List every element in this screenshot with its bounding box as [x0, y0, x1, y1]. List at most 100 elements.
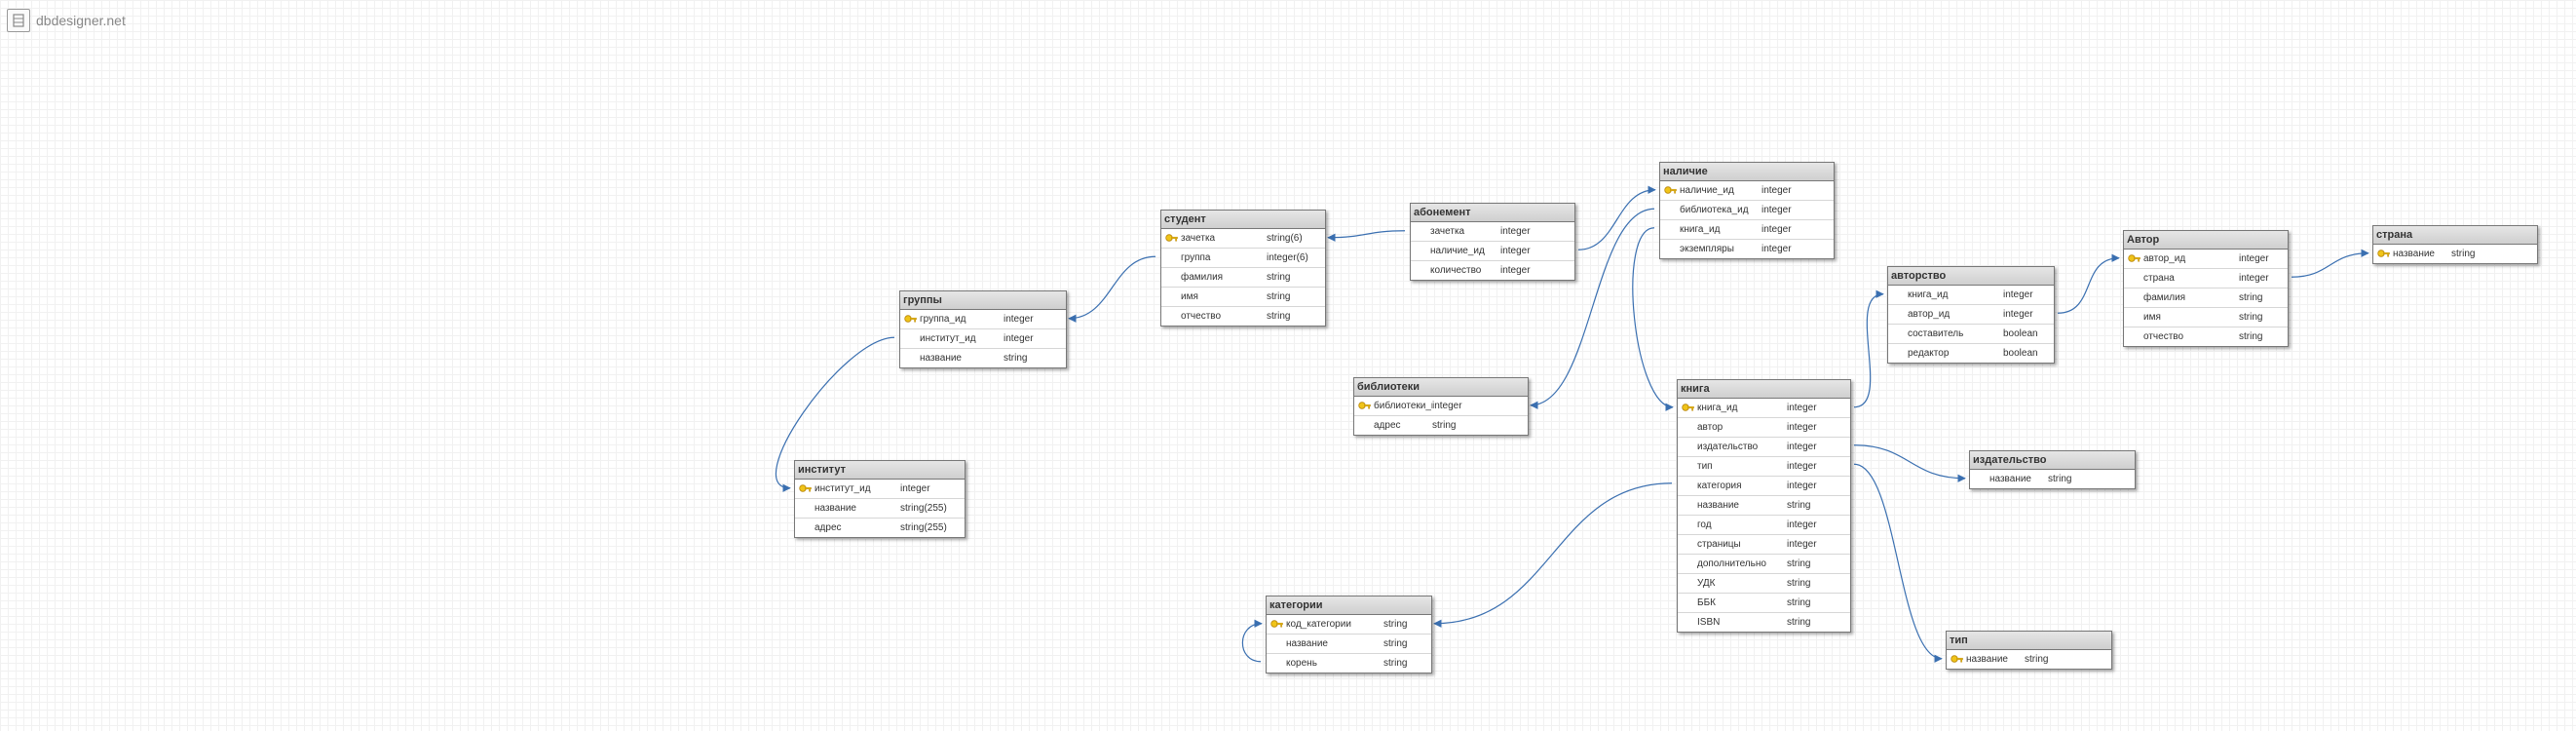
relation-line — [1530, 208, 1655, 409]
relation-line — [1068, 255, 1156, 323]
key-slot — [1678, 477, 1697, 495]
table-header[interactable]: абонемент — [1411, 204, 1574, 222]
table-header[interactable]: страна — [2373, 226, 2537, 245]
column-name: библиотеки_ид — [1374, 401, 1432, 411]
column-type: integer — [1787, 422, 1817, 433]
column-name: группа — [1181, 252, 1211, 263]
table-header[interactable]: группы — [900, 291, 1066, 310]
column-name: ISBN — [1697, 617, 1721, 628]
table-header[interactable]: студент — [1161, 211, 1325, 229]
primary-key-icon — [1267, 615, 1286, 634]
column-type: string(6) — [1267, 233, 1303, 244]
table-header[interactable]: наличие — [1660, 163, 1834, 181]
column-name: категория — [1697, 481, 1742, 491]
brand[interactable]: dbdesigner.net — [7, 9, 126, 32]
column-name: код_категории — [1286, 619, 1351, 630]
column-type: integer — [2239, 273, 2269, 284]
table-header[interactable]: категории — [1267, 596, 1431, 615]
column-type: string — [1787, 558, 1811, 569]
primary-key-icon — [900, 310, 920, 328]
table-header[interactable]: издательство — [1970, 451, 2135, 470]
relation-line — [1241, 619, 1263, 663]
table-header[interactable]: тип — [1947, 632, 2111, 650]
key-slot — [1161, 268, 1181, 287]
primary-key-icon — [1678, 399, 1697, 417]
table-header[interactable]: Автор — [2124, 231, 2288, 250]
table-header[interactable]: институт — [795, 461, 965, 480]
column-name: библиотека_ид — [1680, 205, 1749, 215]
column-type: integer — [1787, 403, 1817, 413]
table-header[interactable]: авторство — [1888, 267, 2054, 286]
key-slot — [1161, 249, 1181, 267]
column-type: integer — [1762, 185, 1792, 196]
key-slot — [900, 329, 920, 348]
table-row[interactable]: группа integer(6) — [1161, 249, 1325, 268]
key-slot — [2124, 308, 2143, 327]
column-name: институт_ид — [814, 483, 871, 494]
table-header[interactable]: библиотеки — [1354, 378, 1528, 397]
table-header[interactable]: книга — [1678, 380, 1850, 399]
table-biblioteki[interactable]: библиотекибиблиотеки_идintegerадресstrin… — [1353, 377, 1529, 436]
column-type: integer(6) — [1267, 252, 1308, 263]
column-name: название — [1697, 500, 1739, 511]
